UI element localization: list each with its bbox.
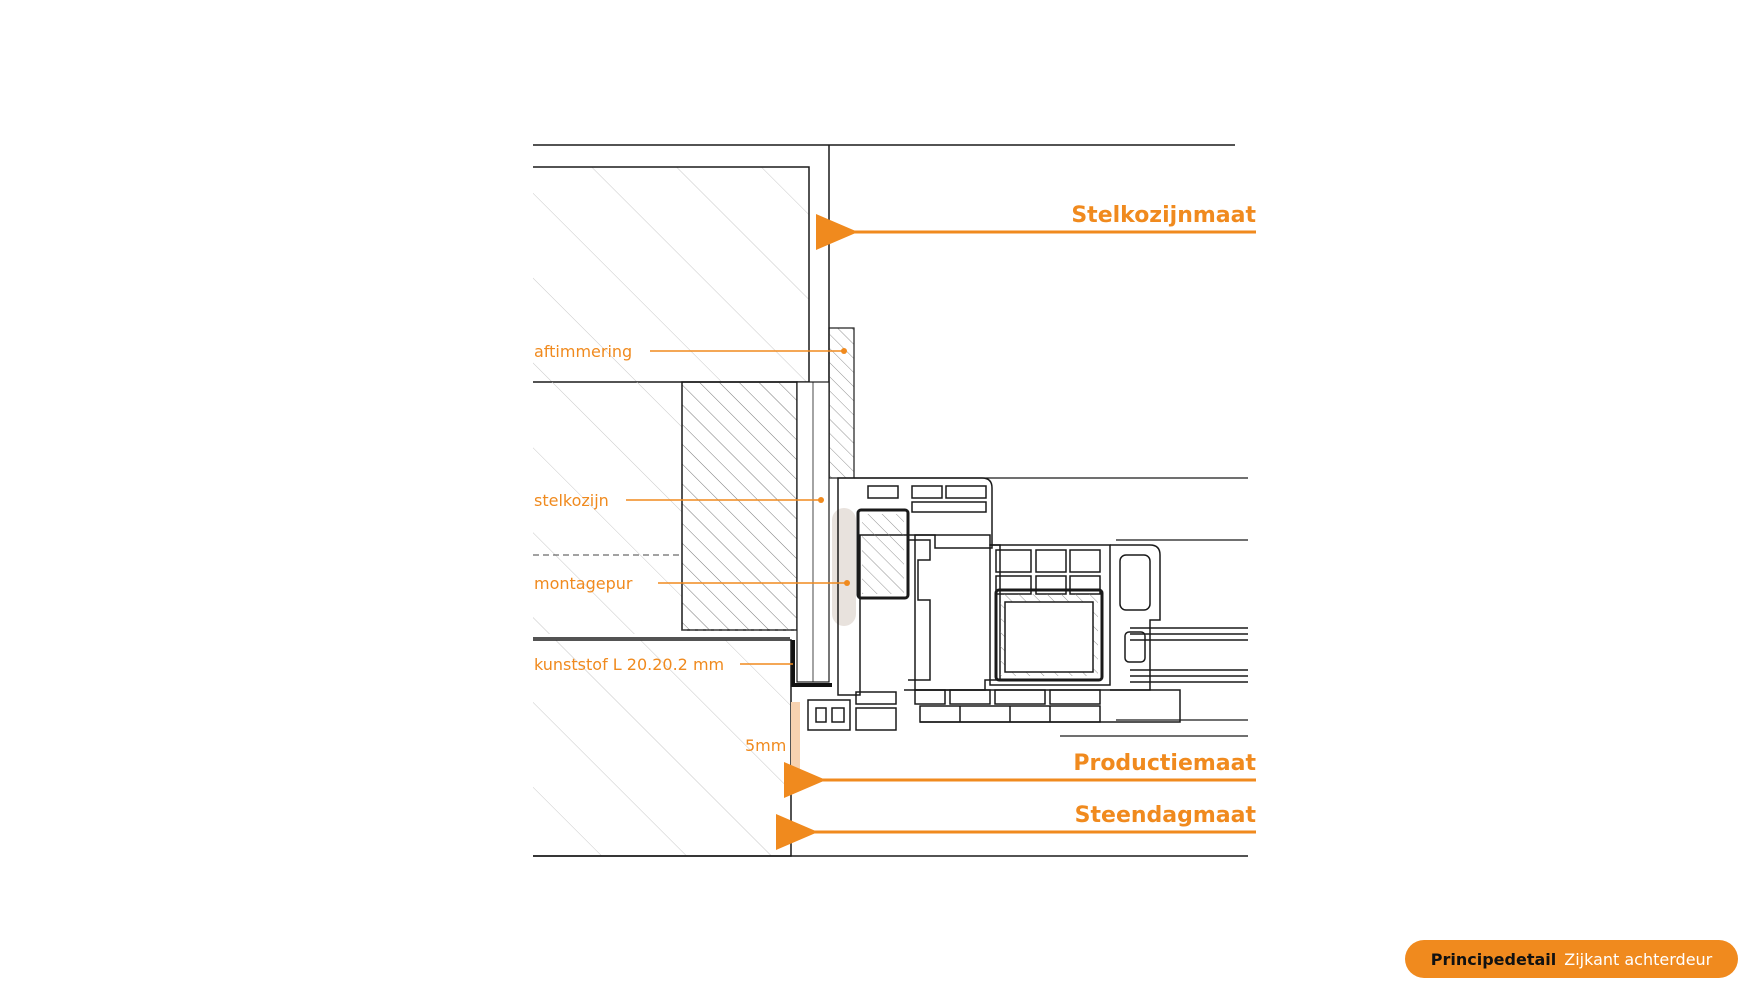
montagepur-foam — [832, 508, 856, 626]
dimension-productiemaat: Productiemaat — [1073, 751, 1256, 776]
leader-lines — [626, 350, 846, 665]
label-aftimmering: aftimmering — [534, 342, 632, 361]
kunststof-l-profile — [791, 640, 832, 687]
label-gap: 5mm — [745, 736, 786, 755]
sash-profile — [904, 534, 1181, 723]
middle-wall — [533, 382, 790, 639]
leader-dots — [818, 348, 850, 586]
label-montagepur: montagepur — [534, 574, 633, 593]
dimension-steendagmaat: Steendagmaat — [1075, 803, 1257, 828]
caption-badge-subtitle: Zijkant achterdeur — [1564, 949, 1713, 969]
glazing — [1130, 627, 1248, 683]
dimension-stelkozijnmaat: Stelkozijnmaat — [1071, 203, 1256, 228]
frame-profile — [807, 477, 993, 731]
caption-badge-title: Principedetail — [1430, 949, 1557, 969]
dimension-arrows — [776, 214, 1256, 850]
gap-strip — [791, 702, 800, 782]
label-kunststof: kunststof L 20.20.2 mm — [534, 655, 724, 674]
stelkozijn-block — [681, 381, 798, 631]
caption-badge: Principedetail Zijkant achterdeur — [1405, 940, 1738, 978]
label-stelkozijn: stelkozijn — [534, 491, 609, 510]
upper-wall — [533, 166, 810, 383]
